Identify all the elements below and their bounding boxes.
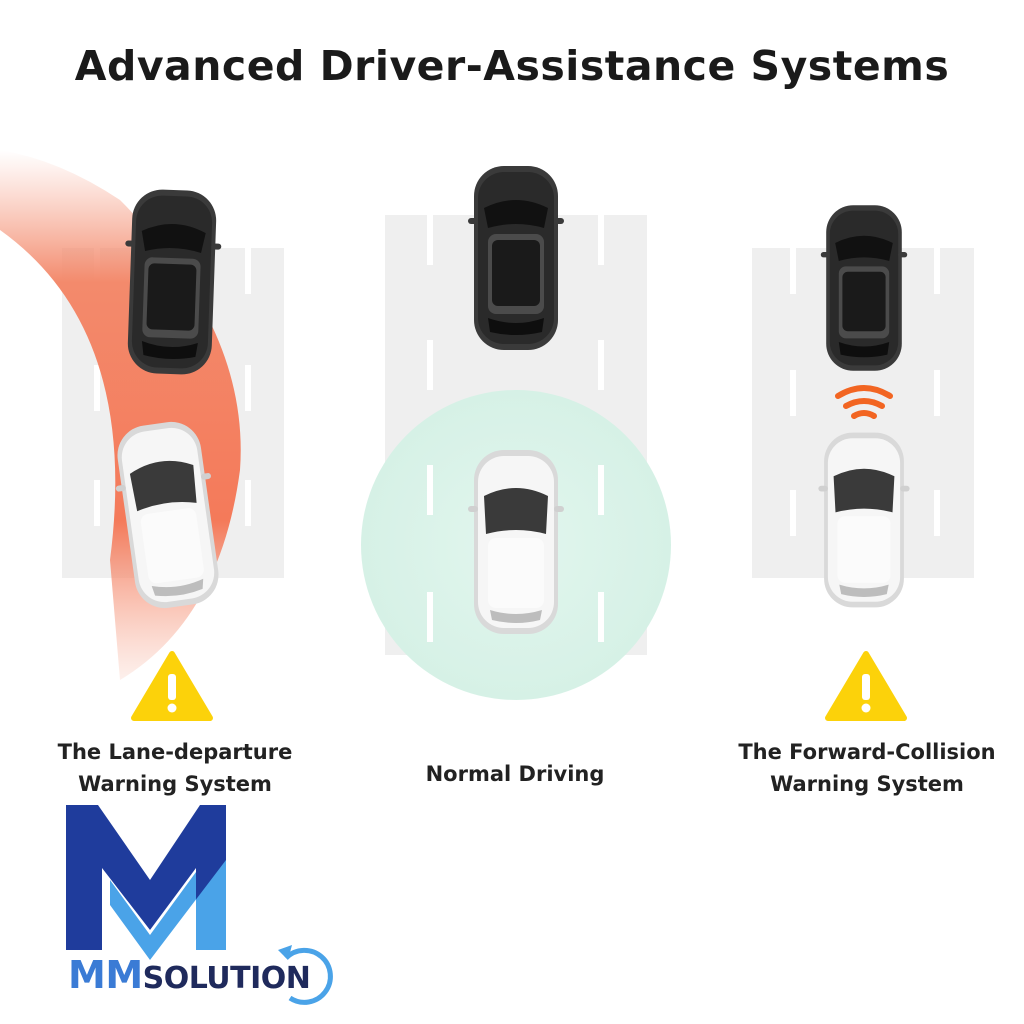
caption-line: The Lane-departure	[30, 736, 320, 768]
warning-icon	[134, 654, 210, 718]
logo-solution-text: SOLUTION	[143, 961, 311, 996]
caption-lane-departure: The Lane-departure Warning System	[30, 736, 320, 800]
logo-wordmark: MMSOLUTION	[68, 953, 310, 997]
warning-icon	[828, 654, 904, 718]
caption-line: The Forward-Collision	[722, 736, 1012, 768]
caption-forward-collision: The Forward-Collision Warning System	[722, 736, 1012, 800]
ego-car	[468, 450, 564, 634]
caption-line: Warning System	[722, 768, 1012, 800]
forward-collision-panel	[752, 205, 974, 718]
logo-mm-text: MM	[68, 953, 143, 997]
lane-departure-panel	[0, 150, 284, 718]
ego-car	[818, 433, 909, 608]
caption-normal-driving: Normal Driving	[370, 758, 660, 790]
page-title: Advanced Driver-Assistance Systems	[0, 42, 1024, 90]
caption-line: Warning System	[30, 768, 320, 800]
caption-line: Normal Driving	[370, 758, 660, 790]
normal-driving-panel	[361, 166, 671, 700]
lead-car-dark	[468, 166, 564, 350]
lead-car-dark	[121, 188, 223, 375]
brand-logo: MMSOLUTION	[58, 798, 348, 1018]
lead-car-dark	[821, 205, 907, 371]
